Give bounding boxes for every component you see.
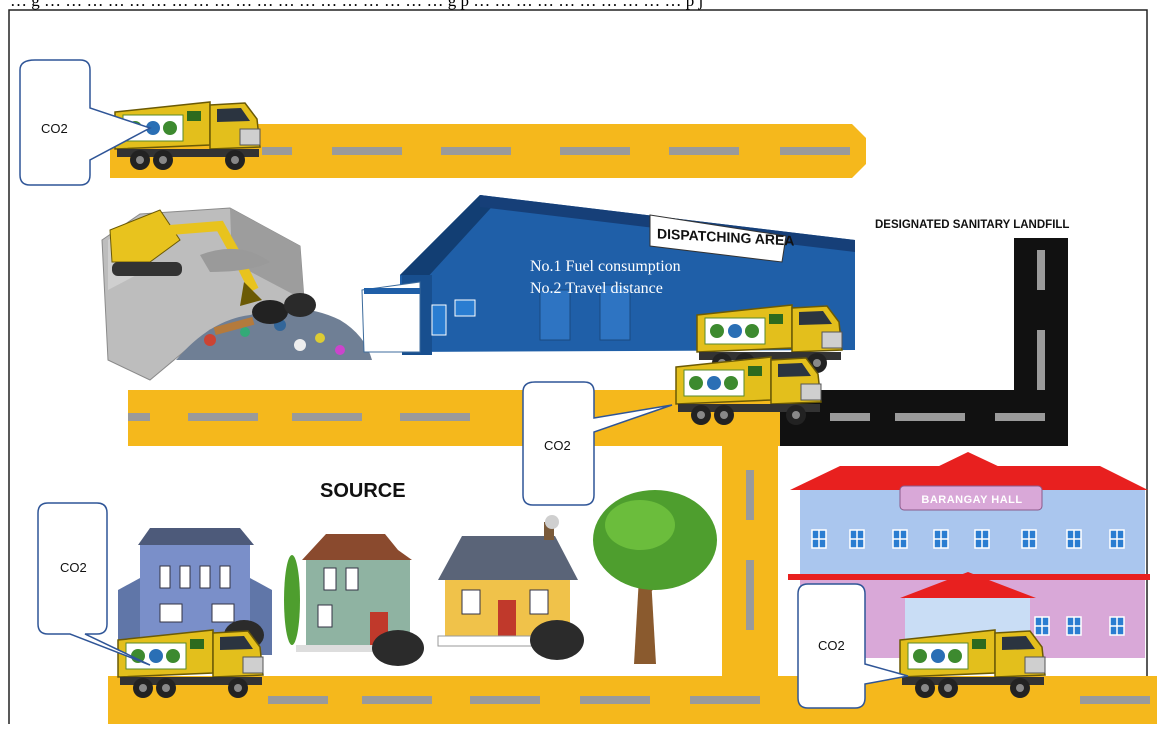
tree-icon xyxy=(284,555,300,645)
co2-label: CO2 xyxy=(544,438,571,453)
co2-label: CO2 xyxy=(818,638,845,653)
road-vertical xyxy=(722,446,778,676)
co2-bubble-1 xyxy=(19,59,152,186)
waste-pile xyxy=(176,293,372,360)
co2-bubble-2 xyxy=(522,381,673,506)
barangay-hall-label: BARANGAY HALL xyxy=(921,494,1023,506)
co2-bubble-3 xyxy=(37,502,151,666)
source-label: SOURCE xyxy=(320,480,406,502)
tree-icon xyxy=(593,490,717,664)
house-icon xyxy=(437,515,579,647)
co2-label: CO2 xyxy=(60,560,87,575)
house-icon xyxy=(296,534,420,652)
road-top xyxy=(110,124,866,178)
figure-caption-fragment: … g … … … … … … … … … … … … … … … … … … … xyxy=(10,0,704,10)
criteria-fuel-consumption: No.1 Fuel consumption xyxy=(530,258,681,275)
excavator-icon xyxy=(101,207,305,381)
co2-bubble-4 xyxy=(797,583,909,709)
landfill-label: DESIGNATED SANITARY LANDFILL xyxy=(875,219,1070,231)
frame-border xyxy=(8,9,1148,729)
co2-label: CO2 xyxy=(41,121,68,136)
road-landfill xyxy=(780,238,1068,446)
criteria-travel-distance: No.2 Travel distance xyxy=(530,280,663,297)
